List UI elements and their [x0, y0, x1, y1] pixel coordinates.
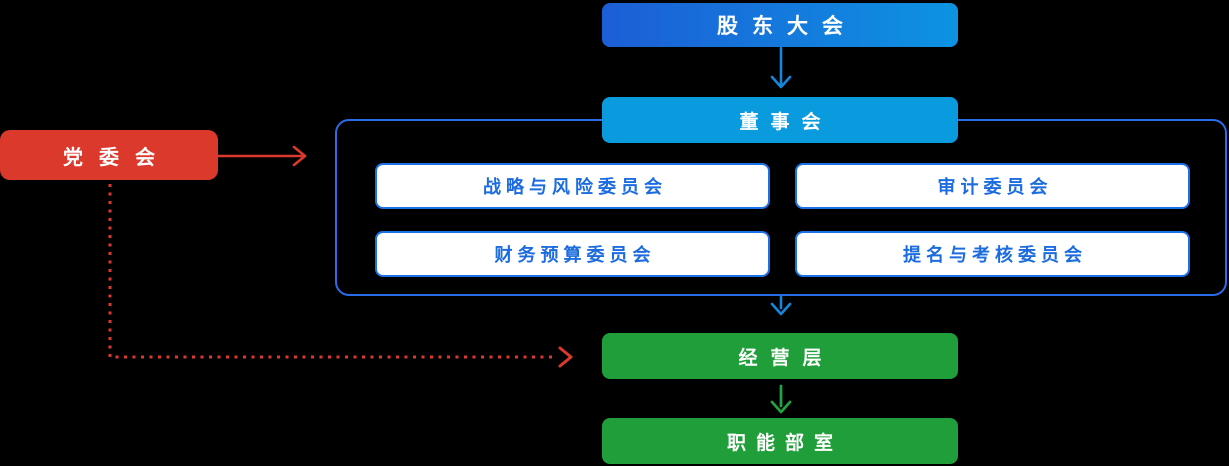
node-committee-budget: 财务预算委员会 [375, 231, 770, 277]
node-committee-nomination-assessment: 提名与考核委员会 [795, 231, 1190, 277]
node-committee-nomination-assessment-label: 提名与考核委员会 [903, 245, 1087, 265]
node-committee-audit-label: 审计委员会 [937, 177, 1053, 197]
arrow-shareholders-to-board [770, 46, 792, 89]
node-board-of-directors: 董事会 [602, 97, 958, 143]
node-committee-strategy-risk: 战略与风险委员会 [375, 163, 770, 209]
node-committee-strategy-risk-label: 战略与风险委员会 [483, 177, 667, 197]
node-shareholders-meeting-label: 股东大会 [717, 15, 857, 38]
node-committee-budget-label: 财务预算委员会 [494, 245, 656, 265]
arrow-board-group-to-management [770, 295, 792, 316]
node-party-committee-label: 党委会 [63, 146, 171, 169]
arrow-party-to-board-group [216, 145, 307, 167]
node-management: 经营层 [602, 333, 958, 379]
node-party-committee: 党委会 [0, 130, 218, 180]
arrow-management-to-functional [770, 384, 792, 414]
node-functional-departments: 职能部室 [602, 418, 958, 464]
node-functional-departments-label: 职能部室 [726, 432, 843, 454]
node-board-of-directors-label: 董事会 [739, 111, 833, 133]
node-management-label: 经营层 [738, 347, 835, 369]
node-shareholders-meeting: 股东大会 [602, 3, 958, 47]
node-committee-audit: 审计委员会 [795, 163, 1190, 209]
